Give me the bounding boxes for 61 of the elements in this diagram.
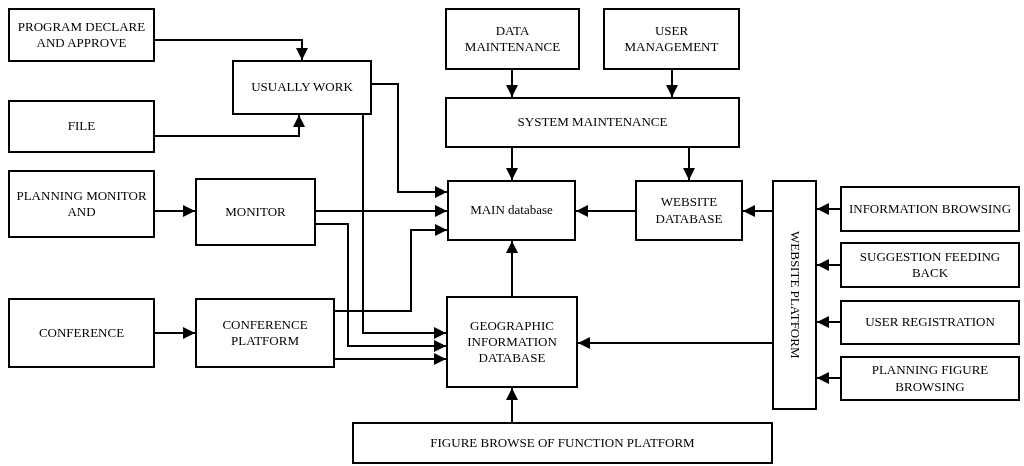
node-label: USER MANAGEMENT: [623, 22, 720, 56]
process-box: [8, 100, 155, 153]
arrow: [816, 372, 841, 384]
node-label: PLANNING MONITOR AND: [15, 187, 148, 221]
process-box: [446, 296, 578, 388]
process-box: [195, 178, 316, 246]
node-label: SUGGESTION FEEDING BACK: [858, 248, 1002, 282]
node-label: FILE: [67, 118, 96, 135]
process-box: [232, 60, 372, 115]
node-label: CONFERENCE PLATFORM: [221, 316, 309, 350]
process-box: [195, 298, 335, 368]
arrow: [154, 205, 196, 217]
node-label: WEBSITE PLATFORM: [786, 231, 803, 359]
node-label: WEBSITE DATABASE: [654, 194, 724, 227]
process-box: [8, 298, 155, 368]
node-label: SYSTEM MAINTENANCE: [517, 114, 668, 131]
arrow: [666, 69, 678, 98]
node-label: USER REGISTRATION: [865, 314, 995, 331]
node-label: GEOGRAPHIC INFORMATION DATABASE: [466, 317, 558, 367]
process-box: [447, 180, 576, 241]
process-box: [840, 356, 1020, 401]
arrow: [362, 114, 447, 339]
process-box: [445, 8, 580, 70]
arrow: [506, 240, 518, 297]
node-label: MONITOR: [225, 203, 286, 221]
process-box: [635, 180, 743, 241]
node-label: PLANNING FIGURE BROWSING: [870, 362, 990, 395]
arrow: [742, 205, 773, 217]
arrow: [334, 353, 447, 365]
node-label: FIGURE BROWSE OF FUNCTION PLATFORM: [430, 434, 695, 452]
arrow: [371, 83, 448, 198]
arrow: [577, 337, 773, 349]
arrow: [315, 223, 447, 352]
arrow: [506, 387, 518, 423]
process-box: [840, 242, 1020, 288]
arrow: [506, 147, 518, 181]
arrow: [154, 327, 196, 339]
arrow: [506, 69, 518, 98]
node-label: INFORMATION BROWSING: [848, 200, 1012, 218]
node-label: MAIN database: [470, 202, 553, 219]
arrow: [575, 205, 636, 217]
process-box: [840, 186, 1020, 232]
arrow: [816, 259, 841, 271]
arrow: [334, 224, 448, 312]
process-box: [8, 8, 155, 62]
process-box: [8, 170, 155, 238]
node-label: CONFERENCE: [38, 324, 125, 342]
arrow: [315, 205, 448, 217]
arrow: [683, 147, 695, 181]
node-label: PROGRAM DECLARE AND APPROVE: [16, 18, 147, 52]
arrow: [154, 114, 305, 137]
process-box: [445, 97, 740, 148]
arrow: [816, 316, 841, 328]
node-label: DATA MAINTENANCE: [463, 22, 562, 56]
arrow: [154, 39, 308, 61]
process-box: [840, 300, 1020, 345]
arrow: [816, 203, 841, 215]
node-label: USUALLY WORK: [251, 79, 353, 96]
platform-bar: [772, 180, 817, 410]
process-box: [352, 422, 773, 464]
process-box: [603, 8, 740, 70]
